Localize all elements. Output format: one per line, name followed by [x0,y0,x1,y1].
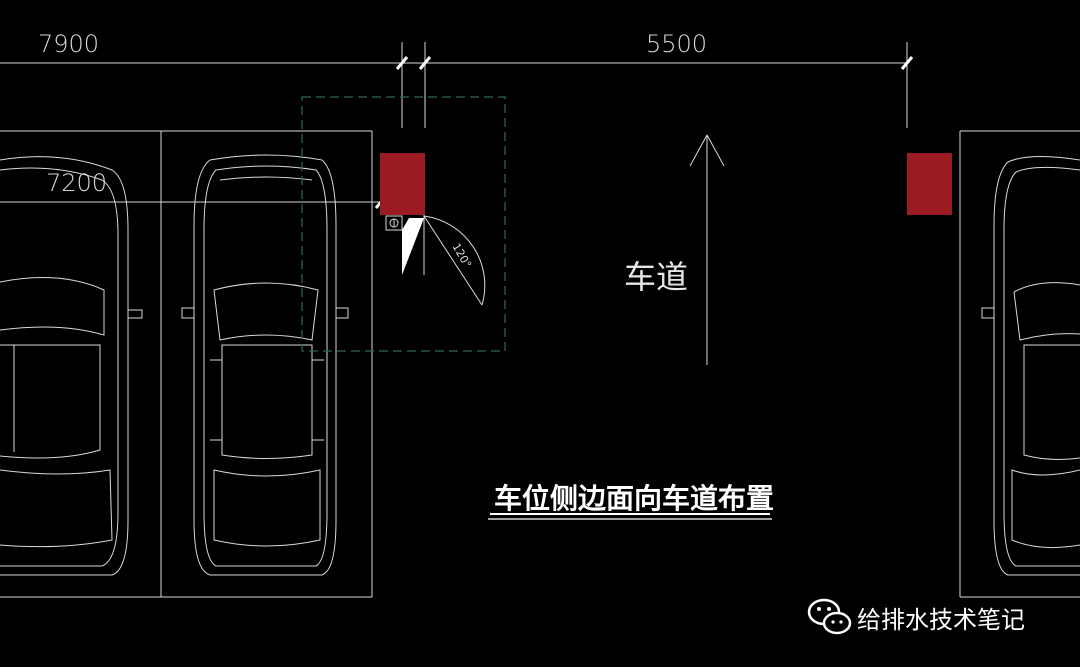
parking-stalls-left [0,130,373,598]
drawing-caption: 车位侧边面向车道布置 [494,482,774,515]
watermark-text: 给排水技术笔记 [857,606,1025,634]
car-left-partial [0,156,143,576]
hydrant-box-left [380,153,425,215]
clearance-dashed-frame [301,96,506,352]
dimension-5500: 5500 [646,30,707,58]
lane-direction-arrow [689,134,725,365]
car-middle [181,154,349,576]
door-angle-label: 120° [449,241,474,270]
wechat-icon [807,598,852,635]
parking-stall-right [959,130,1080,598]
dimension-7900: 7900 [38,30,99,58]
lane-label: 车道 [624,258,688,296]
top-dimension-line [0,42,914,128]
dimension-7200: 7200 [46,169,107,197]
car-right-partial [981,155,1080,576]
inner-dimension-line [0,195,388,209]
hydrant-box-right [907,153,952,215]
door-swing-symbol [385,215,486,306]
